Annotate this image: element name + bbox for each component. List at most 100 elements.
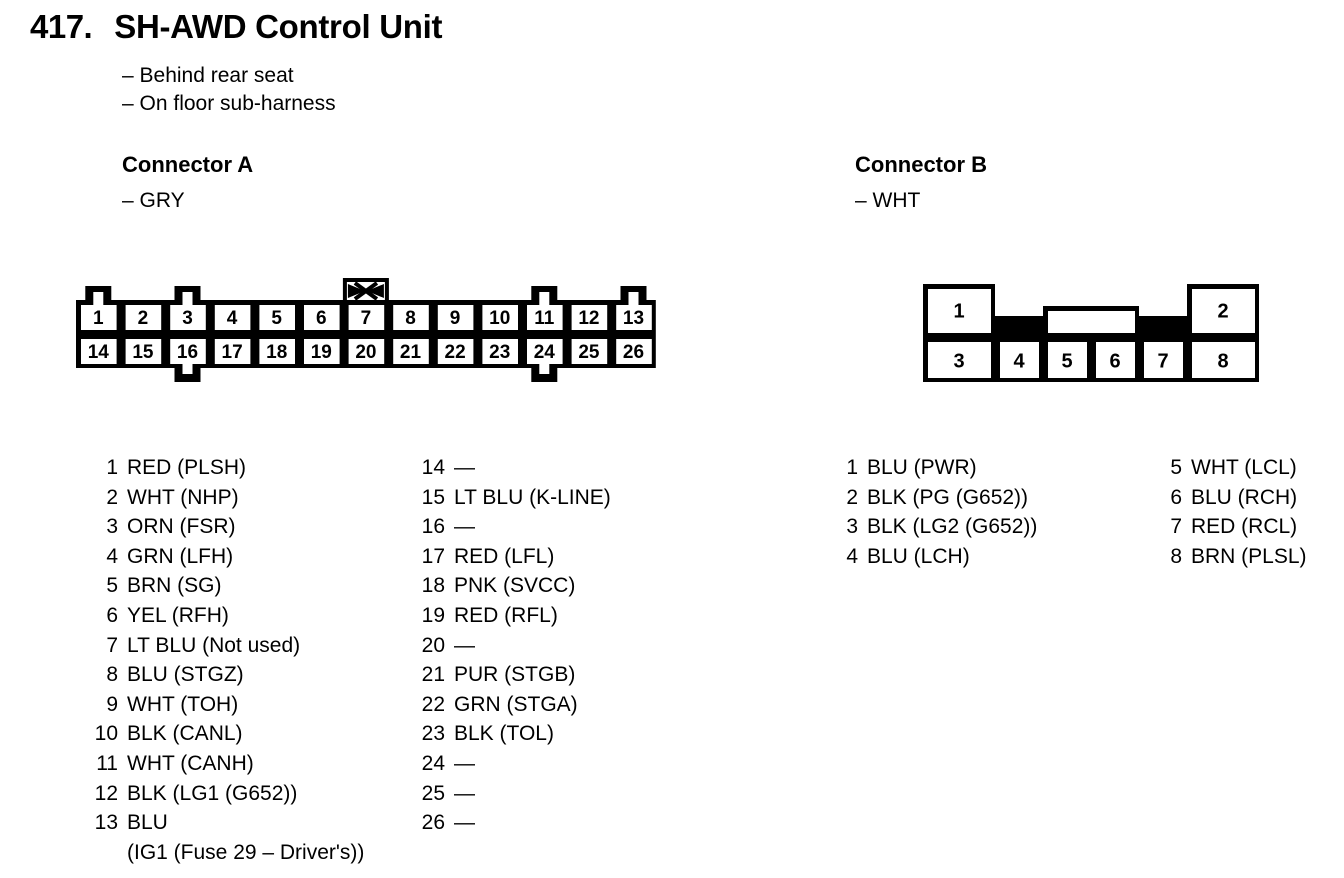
location-note: – Behind rear seat — [122, 64, 294, 87]
pin-number: 25 — [421, 781, 445, 805]
pin-description: — — [454, 456, 475, 479]
connector-b-pin-cell: 8 — [1217, 351, 1228, 373]
page-title: 417. SH-AWD Control Unit — [30, 8, 442, 46]
pin-number: 5 — [106, 574, 118, 598]
location-note: – On floor sub-harness — [122, 92, 336, 115]
pin-description: WHT (LCL) — [1191, 456, 1297, 479]
pin-description: BRN (PLSL) — [1191, 544, 1307, 568]
connector-b-pin-cell: 2 — [1217, 301, 1228, 323]
section-number: 417. — [30, 8, 93, 45]
connector-a-pin-cell: 19 — [311, 342, 332, 363]
pin-description-continued: (IG1 (Fuse 29 – Driver's)) — [127, 840, 365, 864]
connector-a-pin-cell: 9 — [450, 308, 461, 329]
pin-description: ORN (FSR) — [127, 515, 236, 539]
connector-b-pin-cell: 4 — [1013, 351, 1025, 373]
connector-a-pin-cell: 26 — [623, 342, 644, 363]
pin-number: 20 — [421, 633, 445, 657]
connector-b-pin-cell: 6 — [1109, 351, 1120, 373]
pin-number: 18 — [421, 574, 445, 598]
pin-description: GRN (LFH) — [127, 544, 234, 568]
pin-description: WHT (TOH) — [127, 692, 239, 716]
pin-description: GRN (STGA) — [454, 692, 578, 716]
pin-number: 6 — [1170, 485, 1182, 509]
pin-number: 19 — [421, 603, 445, 627]
pin-number: 15 — [421, 485, 445, 509]
pin-number: 8 — [106, 663, 118, 687]
connector-a-color: – GRY — [122, 189, 185, 212]
pin-number: 17 — [421, 544, 445, 568]
pin-number: 13 — [94, 811, 118, 835]
pin-description: BLU (RCH) — [1191, 485, 1298, 509]
connector-a-pin-row: 9 WHT (TOH) — [88, 693, 364, 723]
pin-number: 26 — [421, 811, 445, 835]
pin-description: PUR (STGB) — [454, 663, 576, 687]
pin-description: BLU (LCH) — [867, 544, 970, 568]
connector-a-pin-row: 14 — — [415, 456, 611, 486]
connector-a-pin-cell: 21 — [400, 342, 422, 363]
connector-a-pin-row: 8 BLU (STGZ) — [88, 663, 364, 693]
connector-a-pin-cell: 8 — [405, 308, 416, 329]
connector-a-pin-row: 13 BLU — [88, 811, 364, 841]
pin-description: RED (RCL) — [1191, 515, 1298, 539]
connector-a-pin-row: 16— — [415, 515, 611, 545]
pin-number: 12 — [94, 781, 118, 805]
connector-a-pin-cell: 2 — [138, 308, 149, 329]
connector-a-pin-cell: 1 — [93, 308, 104, 329]
pin-number: 9 — [106, 692, 118, 716]
connector-b-color: – WHT — [855, 189, 921, 212]
pin-description: — — [454, 515, 475, 539]
connector-a-pin-cell: 17 — [222, 342, 243, 363]
connector-a-pin-cell: 3 — [182, 308, 193, 329]
connector-b-pin-cell: 5 — [1061, 351, 1072, 373]
connector-a-pin-row: 25 — — [415, 782, 611, 812]
connector-b-heading: Connector B — [855, 152, 987, 177]
pin-number: 11 — [96, 751, 118, 775]
pin-description: — — [454, 781, 475, 805]
connector-a-pin-cell: 25 — [578, 342, 600, 363]
connector-a-pin-cell: 23 — [489, 342, 510, 363]
pin-number: 23 — [421, 722, 445, 746]
pin-description: PNK (SVCC) — [454, 574, 576, 598]
pin-description: BLK (PG (G652)) — [867, 485, 1029, 509]
pin-description: BLK (TOL) — [454, 722, 554, 746]
pin-description: YEL (RFH) — [127, 603, 229, 627]
pin-number: 1 — [846, 456, 858, 479]
connector-b-pin-row: 8 BRN (PLSL) — [1152, 544, 1307, 575]
connector-b-pin-cell: 7 — [1157, 351, 1168, 373]
pin-number: 14 — [421, 456, 445, 479]
pin-number: 7 — [106, 633, 118, 657]
pin-description: — — [454, 633, 475, 657]
pin-number: 21 — [421, 663, 445, 687]
connector-a-pin-cell: 11 — [534, 308, 555, 329]
connector-b-pin-cell: 3 — [953, 351, 964, 373]
pin-description: WHT (NHP) — [127, 485, 239, 509]
pin-description: BLU (STGZ) — [127, 663, 244, 687]
pin-description: — — [454, 811, 475, 835]
connector-a-pin-row: 20 — — [415, 634, 611, 664]
pin-number: 8 — [1170, 544, 1182, 568]
pin-number: 7 — [1170, 515, 1182, 539]
connector-a-pin-row: 18 PNK (SVCC) — [415, 574, 611, 604]
connector-a-pin-row: 21 PUR (STGB) — [415, 663, 611, 693]
connector-a-pin-cell: 13 — [623, 308, 644, 329]
connector-a-pin-cell: 5 — [271, 308, 282, 329]
connector-a-pin-cell: 22 — [445, 342, 466, 363]
pin-description: BLU — [127, 811, 168, 835]
pin-number: 22 — [421, 692, 445, 716]
connector-a-pin-cell: 7 — [361, 308, 372, 329]
